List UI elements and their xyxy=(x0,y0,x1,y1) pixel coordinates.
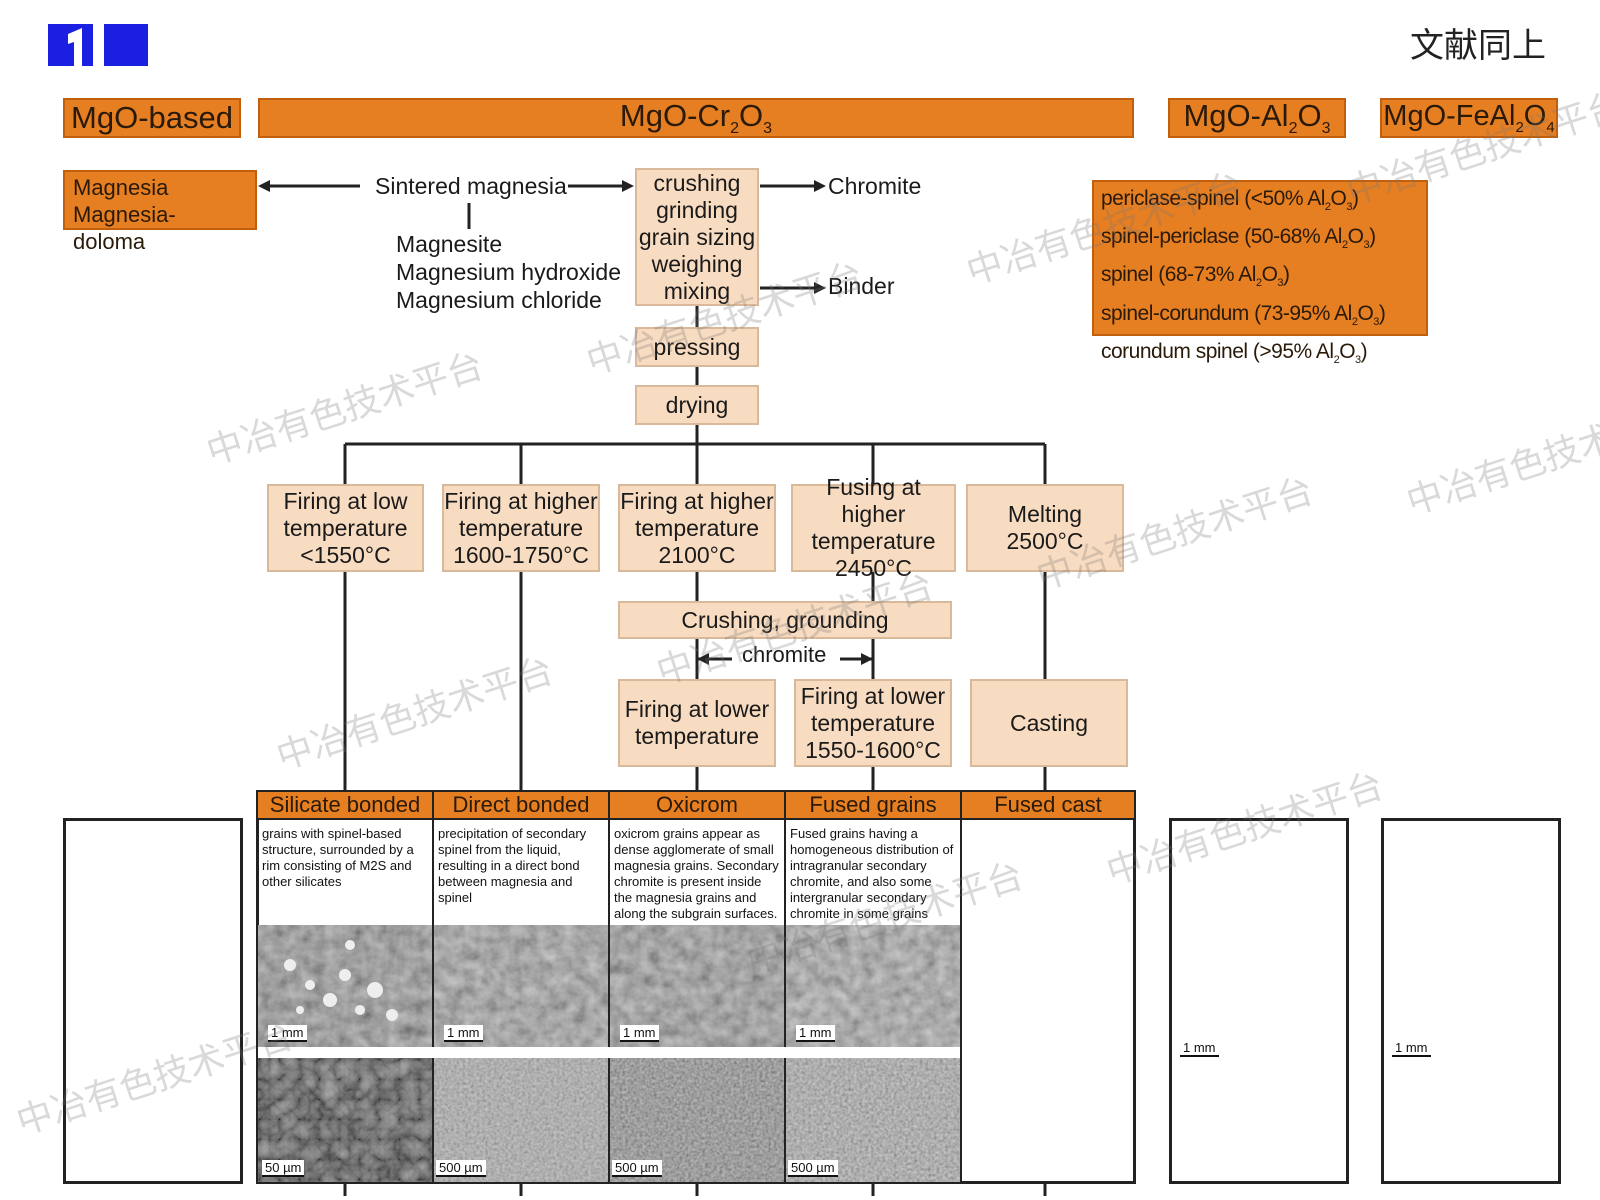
scale-bar: 1 mm xyxy=(1180,1040,1219,1057)
micrograph-table xyxy=(256,818,1136,1184)
scale-bar: 500 µm xyxy=(612,1160,662,1177)
scale-bar: 1 mm xyxy=(1392,1040,1431,1057)
chromite-input-label: Chromite xyxy=(828,173,922,199)
scale-bar: 1 mm xyxy=(268,1025,307,1042)
header-mgo-based: MgO-based xyxy=(63,98,241,138)
logo-mark-icon xyxy=(48,24,148,66)
table-divider xyxy=(608,818,610,1184)
spinel-item: corundum spinel (>95% Al2O3) xyxy=(1101,339,1368,366)
sintered-magnesia-label: Sintered magnesia xyxy=(375,173,567,199)
mgo-feal2o4-panel xyxy=(1381,818,1561,1184)
column-header-direct-bonded: Direct bonded xyxy=(432,790,610,820)
column-header-silicate-bonded: Silicate bonded xyxy=(256,790,434,820)
spinel-item: spinel (68-73% Al2O3) xyxy=(1101,263,1290,290)
header-mgo-cr2o3: MgO-Cr2O3 xyxy=(258,98,1134,138)
table-divider xyxy=(960,818,962,1184)
top-right-label: 文献同上 xyxy=(1410,26,1546,66)
spinel-item: spinel-corundum (73-95% Al2O3) xyxy=(1101,301,1386,328)
binder-input-label: Binder xyxy=(828,273,895,299)
scale-bar: 1 mm xyxy=(620,1025,659,1042)
column-header-fused-grains: Fused grains xyxy=(784,790,962,820)
description-fused-grains: Fused grains having a homogeneous distri… xyxy=(790,826,954,921)
spinel-item: periclase-spinel (<50% Al2O3) xyxy=(1101,187,1359,214)
logo xyxy=(48,24,148,66)
casting-step: Casting xyxy=(970,679,1128,767)
scale-bar: 1 mm xyxy=(796,1025,835,1042)
process-crushing-mixing: crushing grinding grain sizing weighing … xyxy=(635,168,759,306)
spinel-composition-box: periclase-spinel (<50% Al2O3) spinel-per… xyxy=(1092,180,1428,366)
scale-bar: 1 mm xyxy=(444,1025,483,1042)
magnesia-box: Magnesia Magnesia-doloma xyxy=(63,170,257,254)
drying-step: drying xyxy=(635,385,759,425)
column-header-oxicrom: Oxicrom xyxy=(608,790,786,820)
spinel-item: spinel-periclase (50-68% Al2O3) xyxy=(1101,225,1376,252)
mgo-al2o3-panel xyxy=(1169,818,1349,1184)
table-divider xyxy=(432,818,434,1184)
crushing-grounding-step: Crushing, grounding xyxy=(618,601,952,639)
mgo-based-panel xyxy=(63,818,243,1184)
pressing-step: pressing xyxy=(635,327,759,367)
description-oxicrom: oxicrom grains appear as dense agglomera… xyxy=(614,826,779,921)
description-direct-bonded: precipitation of secondary spinel from t… xyxy=(438,826,587,905)
scale-bar: 500 µm xyxy=(788,1160,838,1177)
chromite-add-label: chromite xyxy=(742,642,827,667)
raw-sources-list: Magnesite Magnesium hydroxide Magnesium … xyxy=(396,231,622,313)
scale-bar: 500 µm xyxy=(436,1160,486,1177)
column-header-fused-cast: Fused cast xyxy=(960,790,1136,820)
header-mgo-feal2o4: MgO-FeAl2O4 xyxy=(1380,98,1558,138)
table-divider xyxy=(784,818,786,1184)
scale-bar: 50 µm xyxy=(262,1160,305,1177)
header-mgo-al2o3: MgO-Al2O3 xyxy=(1168,98,1346,138)
description-silicate-bonded: grains with spinel-based structure, surr… xyxy=(262,826,414,889)
